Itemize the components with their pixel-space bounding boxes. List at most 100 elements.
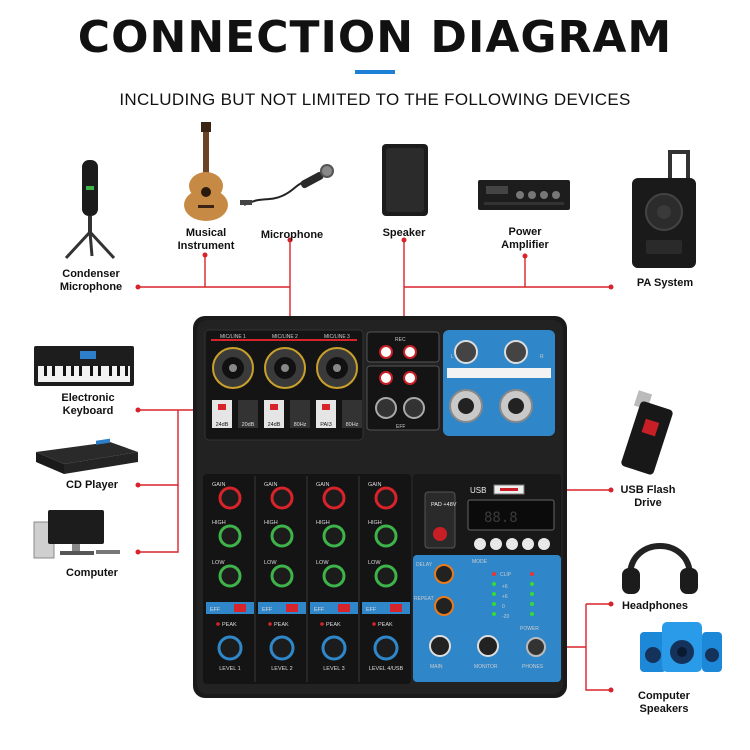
channel-3-gain-label: GAIN <box>316 482 329 488</box>
pad-label: PAD +48V <box>431 502 457 508</box>
channel-2-eff-button[interactable] <box>286 604 298 612</box>
channel-2-peak-led <box>268 622 272 626</box>
channel-3-low-label: LOW <box>316 560 329 566</box>
input-buttons <box>212 400 362 428</box>
channel-2-low-knob[interactable] <box>270 564 294 588</box>
channel-1-level-label: LEVEL 1 <box>219 666 241 672</box>
aux-jack-1[interactable] <box>379 371 393 385</box>
connector-lines <box>138 240 611 691</box>
channel-4-eff-label: EFF <box>366 607 377 613</box>
channel-1-high-knob[interactable] <box>218 524 242 548</box>
channel-3-low-knob[interactable] <box>322 564 346 588</box>
channel-4-level-label: LEVEL 4/USB <box>369 666 404 672</box>
channel-2-high-knob[interactable] <box>270 524 294 548</box>
meter-label-2: +6 <box>502 594 508 600</box>
condenser-microphone-illustration <box>64 160 116 260</box>
channel-1-high-label: HIGH <box>212 520 226 526</box>
monitor-level-knob[interactable] <box>477 635 499 657</box>
meter-label-4: -20 <box>502 614 509 620</box>
eff-jack-2[interactable] <box>403 397 425 419</box>
channel-dividers <box>254 476 360 682</box>
phones-label: PHONES <box>522 664 544 670</box>
channel-4-gain-knob[interactable] <box>374 486 398 510</box>
led-display <box>467 499 555 531</box>
meter-label-1: +6 <box>502 584 508 590</box>
computer-illustration <box>33 510 120 559</box>
delay-knob[interactable] <box>434 564 454 584</box>
channel-2-eff-label: EFF <box>262 607 273 613</box>
channel-4-peak-led <box>372 622 376 626</box>
monitor-label: MONITOR <box>474 664 498 670</box>
button-2-label: 20dB <box>242 422 255 428</box>
xlr-combo-jack-3[interactable] <box>316 347 358 389</box>
keyboard-illustration <box>34 346 134 386</box>
channel-3-level-knob[interactable] <box>321 635 347 661</box>
mic-line-2-label: MIC/LINE 2 <box>272 334 298 340</box>
usb-label: USB <box>470 486 486 495</box>
repeat-knob[interactable] <box>434 596 454 616</box>
rec-jack-right[interactable] <box>403 345 417 359</box>
channel-2-peak-label: PEAK <box>274 622 289 628</box>
pad-phantom-button[interactable] <box>424 491 456 549</box>
channel-3-level-label: LEVEL 3 <box>323 666 345 672</box>
power-amplifier-label: Power Amplifier <box>501 226 549 251</box>
power-amplifier-illustration <box>478 180 570 210</box>
aux-jack-2[interactable] <box>403 371 417 385</box>
channel-2-level-label: LEVEL 2 <box>271 666 293 672</box>
channel-1-low-label: LOW <box>212 560 225 566</box>
mic-line-3-label: MIC/LINE 3 <box>324 334 350 340</box>
channel-4-low-label: LOW <box>368 560 381 566</box>
microphone-label: Microphone <box>260 229 324 241</box>
cd-player-label: CD Player <box>66 479 118 491</box>
channel-3-high-knob[interactable] <box>322 524 346 548</box>
channel-4-high-knob[interactable] <box>374 524 398 548</box>
headphones-illustration <box>622 543 698 594</box>
channel-1-eff-button[interactable] <box>234 604 246 612</box>
clip-label: CLIP <box>500 572 512 578</box>
channel-4-low-knob[interactable] <box>374 564 398 588</box>
channel-1-level-knob[interactable] <box>217 635 243 661</box>
main-out-jack-left[interactable] <box>454 340 478 364</box>
rec-jack-left[interactable] <box>379 345 393 359</box>
channel-4-level-knob[interactable] <box>373 635 399 661</box>
channel-1-eff-label: EFF <box>210 607 221 613</box>
speaker-illustration <box>382 144 428 216</box>
channel-4-high-label: HIGH <box>368 520 382 526</box>
output-r-label: R <box>540 354 544 360</box>
channel-3-peak-label: PEAK <box>326 622 341 628</box>
channel-2-gain-knob[interactable] <box>270 486 294 510</box>
usb-flash-drive-label: USB Flash Drive <box>620 484 676 509</box>
channel-2-low-label: LOW <box>264 560 277 566</box>
button-4-label: 80Hz <box>294 422 307 428</box>
mic-line-1-label: MIC/LINE 1 <box>220 334 246 340</box>
channel-3-eff-button[interactable] <box>338 604 350 612</box>
main-label: MAIN <box>430 664 443 670</box>
computer-speakers-label: Computer Speakers <box>638 690 690 715</box>
main-out-jack-right[interactable] <box>504 340 528 364</box>
headphones-label: Headphones <box>621 600 688 612</box>
condenser-microphone-label: Condenser Microphone <box>59 268 123 293</box>
eff-jack-1[interactable] <box>375 397 397 419</box>
button-6-label: 80Hz <box>346 422 359 428</box>
channel-2-level-knob[interactable] <box>269 635 295 661</box>
level-meter-leds <box>492 572 534 616</box>
channel-4-eff-button[interactable] <box>390 604 402 612</box>
xlr-combo-jack-2[interactable] <box>264 347 306 389</box>
xlr-combo-jack-1[interactable] <box>212 347 254 389</box>
channel-2-gain-label: GAIN <box>264 482 277 488</box>
channel-3-gain-knob[interactable] <box>322 486 346 510</box>
output-l-label: L <box>451 354 454 360</box>
button-1-label: 24dB <box>216 422 229 428</box>
musical-instrument-label: Musical Instrument <box>177 227 235 252</box>
electronic-keyboard-label: Electronic Keyboard <box>61 392 115 417</box>
usb-control-buttons[interactable] <box>474 538 550 550</box>
channel-1-low-knob[interactable] <box>218 564 242 588</box>
channel-1-gain-knob[interactable] <box>218 486 242 510</box>
phones-jack[interactable] <box>526 637 546 657</box>
channel-3-eff-label: EFF <box>314 607 325 613</box>
svg-text:88.8: 88.8 <box>484 510 518 526</box>
channel-3-peak-led <box>320 622 324 626</box>
main-level-knob[interactable] <box>429 635 451 657</box>
handheld-microphone-illustration <box>240 164 334 206</box>
